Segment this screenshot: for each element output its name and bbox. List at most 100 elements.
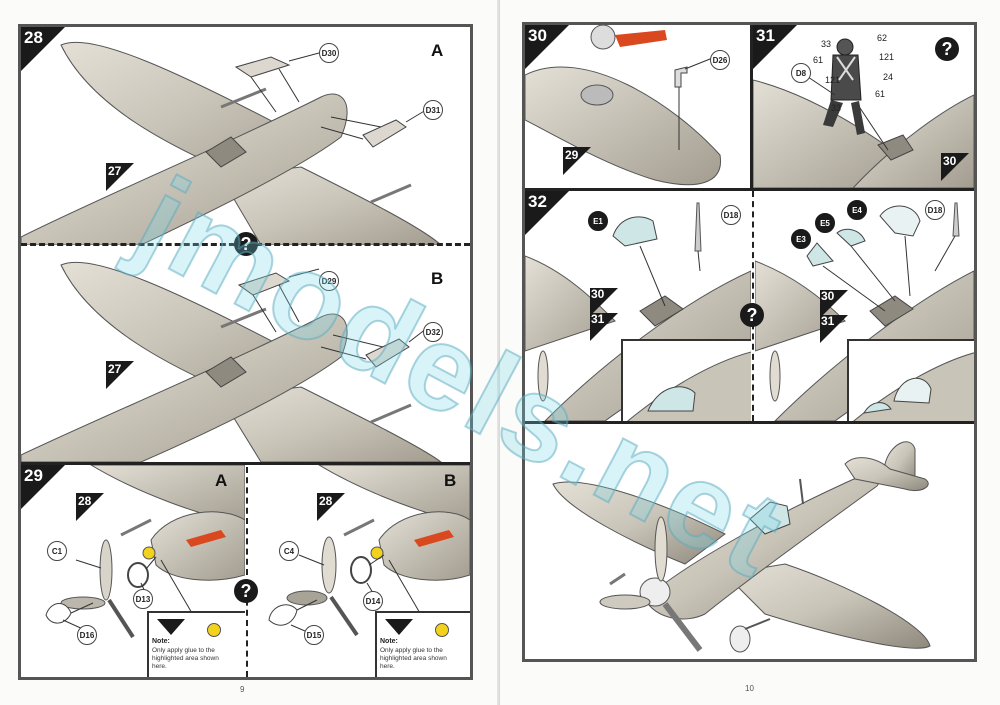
landing-wheel	[729, 625, 751, 653]
ref-step-number: 27	[108, 164, 122, 178]
note-title: Note:	[152, 638, 170, 645]
tailplane	[844, 457, 929, 492]
step-29a-nose-illustration	[45, 465, 245, 639]
help-icon: ?	[234, 579, 258, 603]
part-e5-canopy	[836, 228, 866, 247]
step-number: 29	[24, 466, 43, 485]
wing-lower	[220, 386, 442, 462]
paint-code: 24	[883, 72, 894, 82]
propeller-blade	[321, 536, 337, 594]
step-28-panel-a: 28 A 27 D30 D31	[21, 27, 470, 245]
note-title: Note:	[380, 638, 398, 645]
ref-step-number: 31	[821, 314, 835, 328]
exhaust-red	[414, 530, 454, 547]
cockpit	[869, 295, 914, 327]
part-d16-spinner	[45, 603, 72, 624]
fuselage	[21, 93, 348, 245]
ref-step-badge	[106, 163, 134, 191]
pilot-figure	[823, 38, 865, 135]
propeller-blade	[537, 350, 549, 402]
gun-barrel	[120, 518, 152, 537]
fuselage	[644, 471, 881, 620]
completed-model-panel	[525, 424, 974, 659]
variant-divider	[246, 467, 248, 677]
variant-label-b: B	[444, 471, 457, 490]
ref-step-badge	[590, 288, 618, 316]
part-d30-exhaust	[234, 56, 291, 78]
canopy-detail-illustration	[627, 351, 751, 421]
step-30-panel: 30 29 D26	[525, 25, 750, 188]
propeller-red	[615, 30, 667, 47]
step-31-panel: 31 ? D8 33 62 61 121 121 24 61 33 30	[753, 25, 974, 188]
step-badge	[753, 25, 797, 69]
glue-note-box: Note: Only apply glue to the highlighted…	[147, 611, 245, 677]
page-10-frame: 30 29 D26	[522, 22, 977, 662]
note-text: Only apply glue to the highlighted area …	[152, 647, 219, 670]
part-callout-d30: D30	[319, 43, 339, 63]
gun-barrel	[220, 307, 267, 329]
step-number: 32	[528, 192, 547, 211]
canopy	[749, 501, 791, 535]
variant-label-a: A	[215, 471, 228, 490]
ref-step-badge	[76, 493, 104, 521]
canopy	[205, 356, 247, 388]
ref-step-number: 27	[108, 362, 122, 376]
step-30-wing-illustration	[525, 25, 722, 186]
page-9-frame: 28 A 27 D30 D31 ?	[18, 24, 473, 680]
part-callout-d32: D32	[423, 322, 443, 342]
step-28a-aircraft-illustration	[21, 41, 442, 245]
ref-step-badge	[563, 147, 591, 175]
glue-highlight	[370, 546, 384, 560]
canopy-detail-inset	[621, 339, 751, 421]
propeller-blade	[769, 350, 781, 402]
propeller-blade	[60, 596, 106, 610]
part-e3-windscreen	[806, 242, 834, 267]
page-number: 9	[240, 685, 245, 694]
part-d13-ring	[127, 562, 149, 588]
paint-code: 121	[825, 75, 841, 85]
ref-step-number: 30	[591, 287, 605, 301]
part-callout-d18: D18	[721, 205, 741, 225]
variant-label-b: B	[431, 269, 444, 288]
ref-step-badge	[106, 361, 134, 389]
fuselage	[21, 313, 348, 462]
nose-cowling	[150, 511, 245, 581]
part-callout-c1: C1	[47, 541, 67, 561]
help-icon: ?	[935, 37, 959, 61]
part-callout-e5: E5	[815, 213, 835, 233]
propeller-blade	[286, 590, 328, 606]
part-d14-ring	[350, 556, 372, 584]
step-divider	[525, 421, 974, 424]
part-e4-canopy	[879, 205, 921, 237]
part-callout-d13: D13	[133, 589, 153, 609]
glue-highlight	[435, 623, 449, 637]
paint-code: 33	[831, 103, 842, 113]
part-callout-d16: D16	[77, 625, 97, 645]
part-callout-d31: D31	[423, 100, 443, 120]
part-d18-antenna	[694, 202, 702, 252]
part-callout-d8: D8	[791, 63, 811, 83]
gun-barrel	[220, 87, 267, 109]
wing-underside	[525, 66, 722, 186]
ref-step-number: 28	[319, 494, 333, 508]
part-callout-d18: D18	[925, 200, 945, 220]
step-divider	[525, 188, 974, 191]
step-badge	[525, 191, 569, 235]
paint-code: 61	[813, 55, 824, 65]
page-number: 10	[745, 684, 754, 693]
step-badge	[21, 27, 65, 71]
part-d26	[674, 66, 688, 88]
gun-barrel	[370, 183, 412, 204]
step-number: 30	[528, 26, 547, 45]
glue-tube-icon	[385, 619, 413, 635]
page-10: 30 29 D26	[500, 0, 1000, 705]
ref-step-badge	[590, 313, 618, 341]
paint-code: 61	[875, 89, 886, 99]
ref-step-number: 28	[78, 494, 92, 508]
exhaust-red	[186, 530, 226, 547]
step-badge	[21, 465, 65, 509]
propeller-blade	[99, 539, 113, 601]
step-32-panel-b: E3 E5 E4 D18 30 31	[755, 191, 974, 421]
step-29-panel-b: B 28 C4 D14 D15 Note: Only apply glue to…	[249, 465, 470, 677]
ref-step-badge	[820, 315, 848, 343]
